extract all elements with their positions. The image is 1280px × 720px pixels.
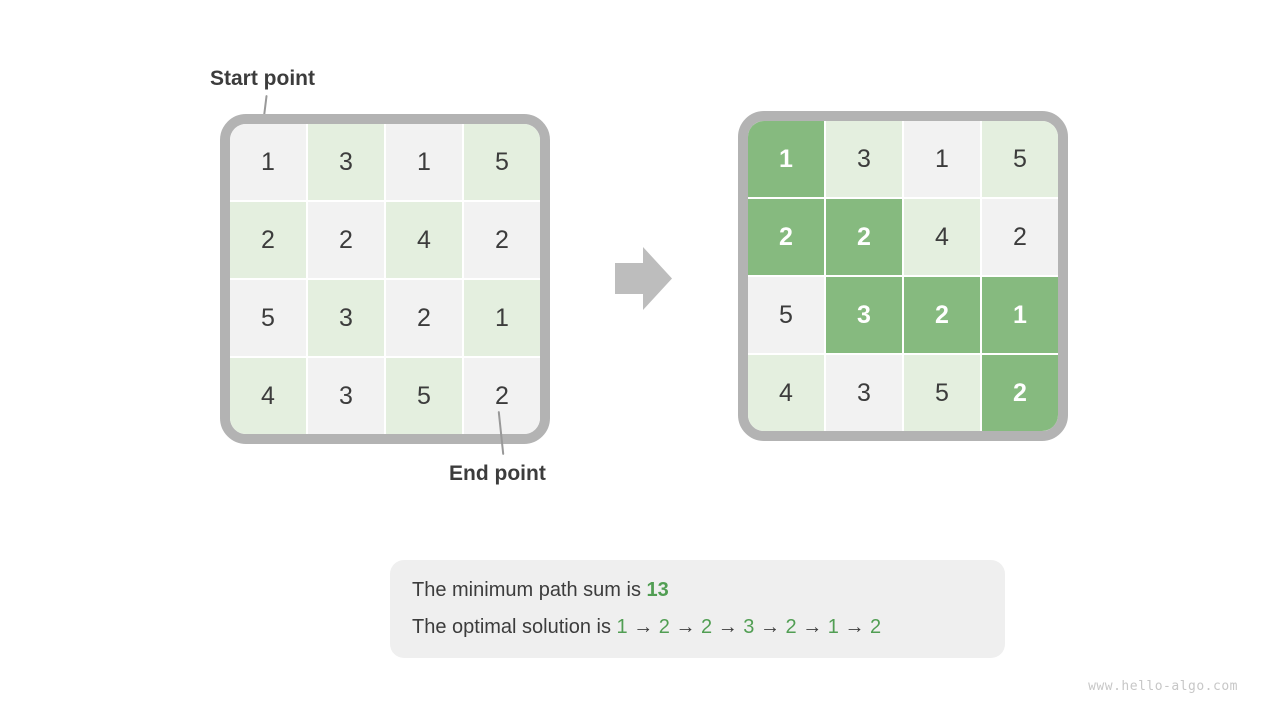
grid-cell-r1c3: 2 [982,199,1058,275]
grid-cell-r2c1: 3 [826,277,902,353]
grid-cell-r3c3: 2 [982,355,1058,431]
sequence-value: 2 [785,616,797,638]
transform-arrow-icon [615,247,672,310]
grid-cell-r0c2: 1 [904,121,980,197]
sequence-arrow: → [669,616,702,638]
sequence-arrow: → [627,616,659,638]
grid-cell-r3c1: 3 [826,355,902,431]
grid-cell-r3c2: 5 [386,358,462,434]
grid-cell-r2c3: 1 [982,277,1058,353]
sequence-value: 2 [701,616,713,638]
grid-cell-r3c0: 4 [230,358,306,434]
sequence-arrow: → [712,616,744,638]
grid-cell-r1c1: 2 [308,202,384,278]
grid-cell-r0c1: 3 [308,124,384,200]
min-sum-value: 13 [646,579,669,601]
optimal-solution-line: The optimal solution is 1 → 2 → 2 → 3 → … [412,616,1005,639]
grid-cell-r0c3: 5 [982,121,1058,197]
optimal-solution-prefix-text: The optimal solution is [412,616,617,638]
min-sum-line: The minimum path sum is 13 [412,579,1005,602]
sequence-value: 2 [658,616,670,638]
sequence-arrow: → [796,616,828,638]
grid-cell-r3c3: 2 [464,358,540,434]
grid-cell-r2c0: 5 [230,280,306,356]
grid-cell-r0c3: 5 [464,124,540,200]
summary-box: The minimum path sum is 13 The optimal s… [390,560,1005,658]
sequence-value: 1 [827,616,839,638]
grid-cell-r1c1: 2 [826,199,902,275]
grid-cell-r1c2: 4 [904,199,980,275]
grid-cell-r1c2: 4 [386,202,462,278]
grid-cell-r2c2: 2 [904,277,980,353]
start-point-label: Start point [210,67,315,90]
grid-cell-r3c0: 4 [748,355,824,431]
end-point-label: End point [449,462,546,485]
min-sum-prefix-text: The minimum path sum is [412,579,647,601]
grid-cell-r2c3: 1 [464,280,540,356]
sequence-value: 1 [616,616,628,638]
grid-cell-r2c0: 5 [748,277,824,353]
grid-cell-r0c2: 1 [386,124,462,200]
sequence-arrow: → [838,616,871,638]
grid-cell-r1c0: 2 [230,202,306,278]
sequence-value: 3 [743,616,755,638]
grid-cell-r3c2: 5 [904,355,980,431]
grid-cell-r0c1: 3 [826,121,902,197]
grid-cell-r3c1: 3 [308,358,384,434]
sequence-arrow: → [754,616,786,638]
grid-cell-r0c0: 1 [230,124,306,200]
optimal-sequence: 1 → 2 → 2 → 3 → 2 → 1 → 2 [617,616,882,638]
grid-cell-r2c2: 2 [386,280,462,356]
grid-cell-r0c0: 1 [748,121,824,197]
grid-cell-r1c0: 2 [748,199,824,275]
grid-cell-r1c3: 2 [464,202,540,278]
grid-cell-r2c1: 3 [308,280,384,356]
sequence-value: 2 [870,616,882,638]
watermark: www.hello-algo.com [1088,679,1238,694]
